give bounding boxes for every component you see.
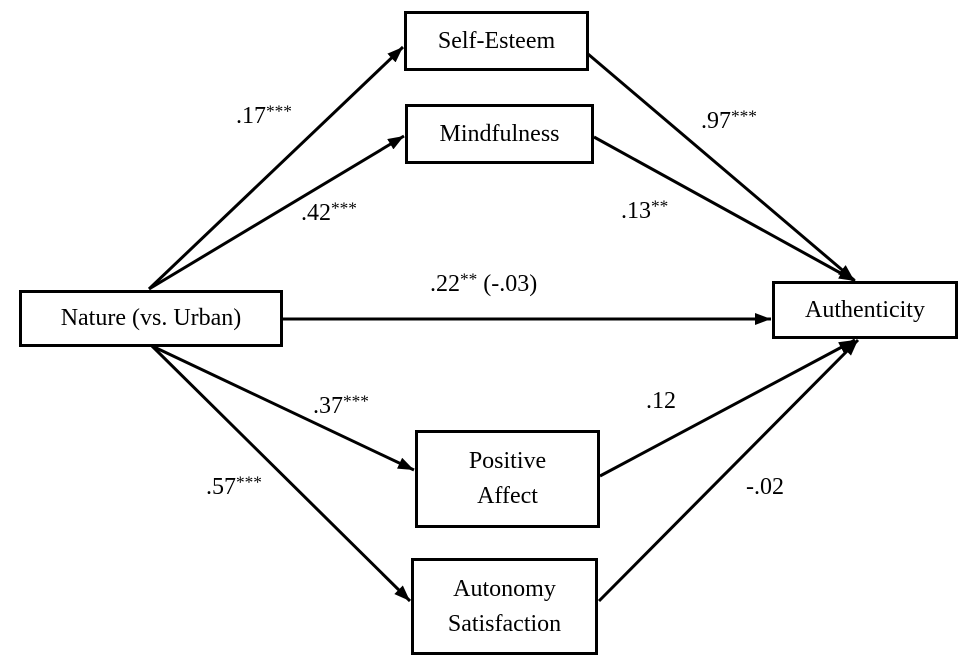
significance-stars: *** xyxy=(731,106,757,126)
arrow-nature-to-mindfulness xyxy=(148,134,405,291)
node-positive-affect-label-line1: Positive xyxy=(468,448,547,474)
coefficient-value: .13 xyxy=(621,198,651,224)
path-label-nature-authenticity-direct: .22** (-.03) xyxy=(430,269,538,297)
arrow-self-esteem-to-authenticity xyxy=(587,52,855,282)
significance-stars: ** xyxy=(651,196,669,216)
path-label-autonomy-satisfaction-authenticity: -.02 xyxy=(746,474,784,500)
significance-stars: ** xyxy=(460,269,478,289)
arrow-nature-to-autonomy-satisfaction xyxy=(150,344,412,603)
node-self-esteem-label: Self-Esteem xyxy=(437,27,556,54)
node-nature-vs-urban: Nature (vs. Urban) xyxy=(19,290,283,347)
node-self-esteem: Self-Esteem xyxy=(404,11,589,71)
coefficient-value: .57 xyxy=(206,474,236,500)
path-label-self-esteem-authenticity: .97*** xyxy=(701,106,757,134)
arrow-positive-affect-to-authenticity xyxy=(599,338,856,478)
node-authenticity: Authenticity xyxy=(772,281,958,339)
path-label-mindfulness-authenticity: .13** xyxy=(621,196,669,224)
arrow-mindfulness-to-authenticity xyxy=(593,135,856,283)
coefficient-value: .97 xyxy=(701,108,731,134)
path-label-nature-autonomy-satisfaction: .57*** xyxy=(206,472,262,500)
significance-stars: *** xyxy=(266,101,292,121)
node-autonomy-satisfaction: Autonomy Satisfaction xyxy=(411,558,598,655)
coefficient-value: .37 xyxy=(313,393,343,419)
node-mindfulness-label: Mindfulness xyxy=(439,120,560,147)
node-positive-affect-label-line2: Affect xyxy=(477,483,538,509)
significance-stars: *** xyxy=(331,198,357,218)
path-label-nature-self-esteem: .17*** xyxy=(236,101,292,129)
coefficient-value: .22 xyxy=(430,271,460,297)
node-nature-label: Nature (vs. Urban) xyxy=(60,305,242,331)
coefficient-suffix: (-.03) xyxy=(477,271,538,297)
node-authenticity-label: Authenticity xyxy=(805,296,925,323)
path-label-nature-positive-affect: .37*** xyxy=(313,391,369,419)
node-autonomy-satisfaction-label-line2: Satisfaction xyxy=(447,610,562,637)
arrow-nature-to-self-esteem xyxy=(147,45,405,291)
node-autonomy-satisfaction-label-line1: Autonomy xyxy=(453,575,556,602)
coefficient-value: .12 xyxy=(646,388,676,414)
arrow-nature-to-positive-affect xyxy=(151,344,415,472)
significance-stars: *** xyxy=(236,472,262,492)
coefficient-value: -.02 xyxy=(746,474,784,500)
arrow-autonomy-satisfaction-to-authenticity xyxy=(597,338,860,603)
node-positive-affect: Positive Affect xyxy=(415,430,600,528)
path-label-positive-affect-authenticity: .12 xyxy=(646,388,676,414)
significance-stars: *** xyxy=(343,391,369,411)
coefficient-value: .17 xyxy=(236,103,266,129)
path-label-nature-mindfulness: .42*** xyxy=(301,198,357,226)
coefficient-value: .42 xyxy=(301,200,331,226)
node-mindfulness: Mindfulness xyxy=(405,104,594,164)
